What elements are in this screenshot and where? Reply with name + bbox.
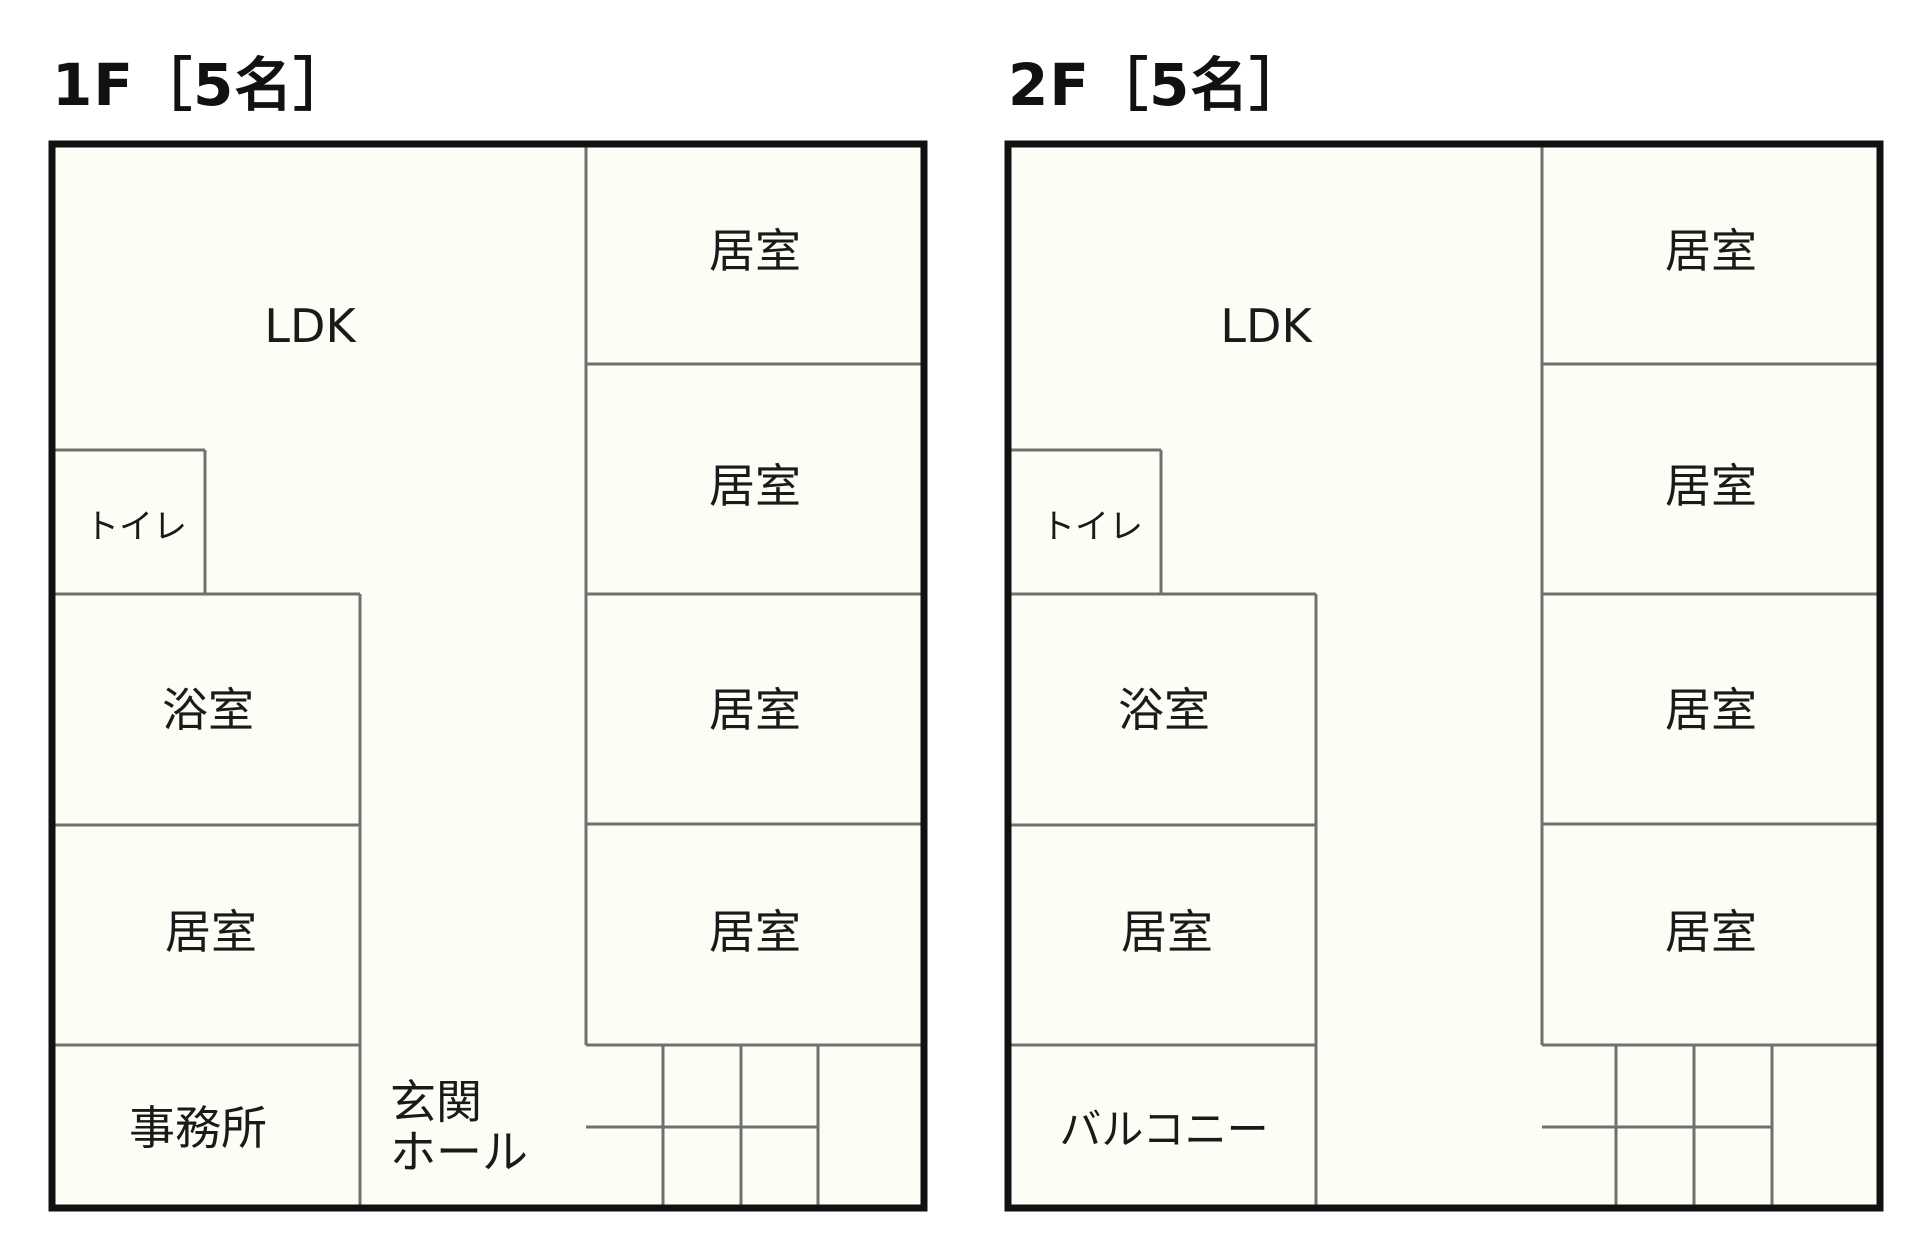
floor-2-right-room-2-label: 居室 <box>1665 459 1757 513</box>
floor-1-right-room-1-label: 居室 <box>709 224 801 278</box>
floor-2-title: 2F［5名］ <box>1008 51 1309 119</box>
floor-1-right-room-4-label: 居室 <box>709 905 801 959</box>
floor-2-balcony-label: バルコニー <box>1059 1105 1268 1154</box>
floor-2-right-room-3-label: 居室 <box>1665 683 1757 737</box>
floor-2-outer-wall <box>1004 140 1884 1212</box>
floor-1-office-label: 事務所 <box>129 1101 267 1155</box>
floor-1-bath-label: 浴室 <box>162 683 254 737</box>
floor-2-left-room-label: 居室 <box>1121 905 1213 959</box>
floor-2-area <box>1008 144 1880 1208</box>
floor-2-right-room-4-label: 居室 <box>1665 905 1757 959</box>
floor-1-ldk-label: LDK <box>264 299 357 353</box>
floor-1-outer-wall <box>48 140 928 1212</box>
floor-1-right-room-3-label: 居室 <box>709 683 801 737</box>
floor-2-right-room-1-label: 居室 <box>1665 224 1757 278</box>
floor-1-area <box>52 144 924 1208</box>
floor-2-ldk-label: LDK <box>1220 299 1313 353</box>
floor-2-toilet-label: トイレ <box>1041 507 1143 547</box>
floor-2-plan: LDK トイレ 浴室 居室 バルコニー 居室 居室 居室 居室 <box>1004 140 1884 1212</box>
floor-2-bath-label: 浴室 <box>1118 683 1210 737</box>
floor-1-toilet-label: トイレ <box>85 507 187 547</box>
floor-1-entrance-label-1: 玄関 <box>390 1075 482 1129</box>
floor-1-right-room-2-label: 居室 <box>709 459 801 513</box>
floor-1-entrance-label-2: ホール <box>390 1125 528 1179</box>
floor-1-plan: LDK トイレ 浴室 居室 事務所 玄関 ホール 居室 居室 居室 居室 <box>48 140 928 1212</box>
floor-1-left-room-label: 居室 <box>165 905 257 959</box>
floor-2-inner-walls <box>1008 144 1880 1208</box>
floor-1-inner-walls <box>52 144 924 1208</box>
floor-1-title: 1F［5名］ <box>52 51 353 119</box>
